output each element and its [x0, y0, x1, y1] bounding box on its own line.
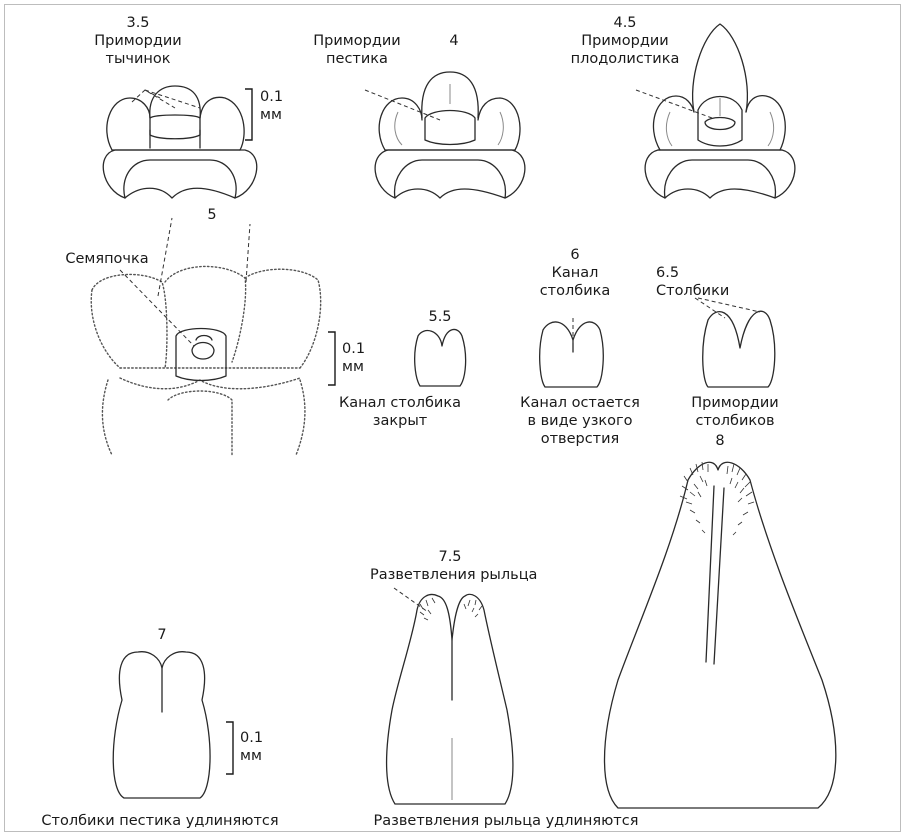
stage-caption-line: в виде узкого: [505, 412, 655, 430]
stage-caption-line: столбика: [530, 282, 620, 300]
stage-5-5-number: 5.5: [420, 308, 460, 326]
stage-number: 7.5: [370, 548, 530, 566]
stage-caption-line: Примордии: [302, 32, 412, 50]
pistil-stage-6-drawing: [540, 318, 604, 387]
stage-6-5-caption: Примордии столбиков: [680, 394, 790, 430]
stage-4-5-label: 4.5 Примордии плодолистика: [560, 14, 690, 68]
stage-caption-line: закрыт: [330, 412, 470, 430]
stage-caption-line: Примордии: [68, 32, 208, 50]
stage-4-caption: Примордии пестика: [302, 32, 412, 68]
stage-caption-line: пестика: [302, 50, 412, 68]
stage-number: 3.5: [68, 14, 208, 32]
stage-caption-line: Канал остается: [505, 394, 655, 412]
scale-bar-1-line: [245, 89, 252, 140]
stage-caption-line: Канал: [530, 264, 620, 282]
stage-6-caption: Канал остается в виде узкого отверстия: [505, 394, 655, 448]
pistil-stage-8-drawing: [605, 462, 836, 808]
pistil-stage-7-5-drawing: [387, 588, 513, 804]
scale-unit: мм: [240, 747, 280, 765]
stage-6-top-label: 6 Канал столбика: [530, 246, 620, 300]
stage-7-number: 7: [150, 626, 174, 644]
stage-7-caption: Столбики пестика удлиняются: [40, 812, 280, 830]
stage-6-5-top-label: 6.5 Столбики: [656, 264, 736, 300]
scale-bar-2-line: [328, 332, 335, 385]
stage-3-5-label: 3.5 Примордии тычинок: [68, 14, 208, 68]
scale-unit: мм: [260, 106, 300, 124]
scale-unit: мм: [342, 358, 382, 376]
flower-stage-4-drawing: [365, 72, 525, 198]
stage-number: 4.5: [560, 14, 690, 32]
scale-value: 0.1: [260, 88, 300, 106]
stage-number: 6: [530, 246, 620, 264]
scale-value: 0.1: [342, 340, 382, 358]
stage-7-5-caption: Разветвления рыльца удлиняются: [356, 812, 656, 830]
scale-bar-3-label: 0.1 мм: [240, 729, 280, 765]
stage-5-5-caption: Канал столбика закрыт: [330, 394, 470, 430]
stage-8-number: 8: [708, 432, 732, 450]
stage-5-number: 5: [200, 206, 224, 224]
stage-number: 6.5: [656, 264, 736, 282]
stage-7-5-top-label: 7.5 Разветвления рыльца: [370, 548, 530, 584]
flower-stage-3-5-drawing: [103, 86, 256, 198]
scale-bar-1-label: 0.1 мм: [260, 88, 300, 124]
pistil-stage-7-drawing: [113, 652, 210, 798]
scale-bar-3-line: [226, 722, 233, 774]
stage-caption-line: Столбики: [656, 282, 736, 300]
stage-caption-line: Примордии: [680, 394, 790, 412]
pistil-stage-5-5-drawing: [415, 329, 466, 386]
stage-caption-line: Канал столбика: [330, 394, 470, 412]
stage-caption-line: Разветвления рыльца: [370, 566, 530, 584]
stage-caption-line: Примордии: [560, 32, 690, 50]
ovule-label: Семяпочка: [52, 250, 162, 268]
scale-value: 0.1: [240, 729, 280, 747]
stage-caption-line: отверстия: [505, 430, 655, 448]
stage-caption-line: столбиков: [680, 412, 790, 430]
stage-4-number: 4: [444, 32, 464, 50]
stage-caption-line: плодолистика: [560, 50, 690, 68]
pistil-stage-6-5-drawing: [695, 298, 775, 387]
stage-caption-line: тычинок: [68, 50, 208, 68]
scale-bar-2-label: 0.1 мм: [342, 340, 382, 376]
